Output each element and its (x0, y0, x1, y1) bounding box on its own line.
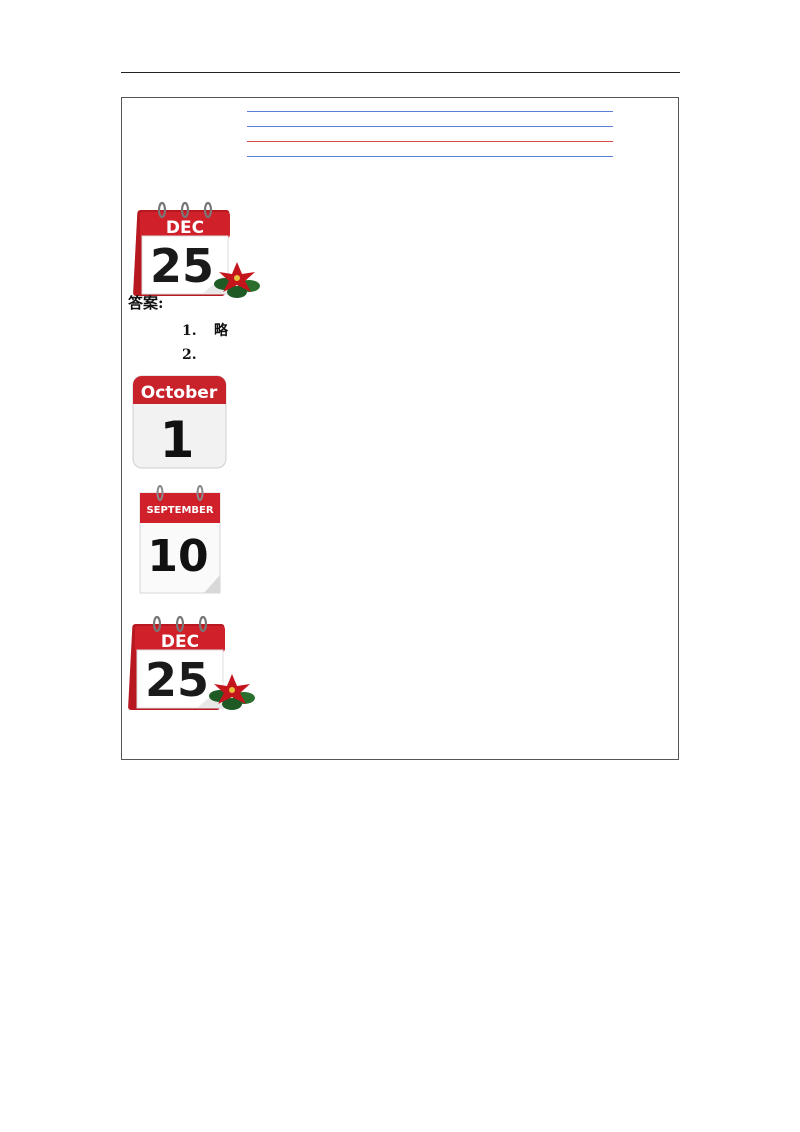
calendar-day: 25 (150, 239, 214, 293)
content-frame (121, 97, 679, 760)
answer-item-2: 2. (182, 347, 214, 363)
answer-item-text: 略 (214, 323, 228, 339)
writing-line-1 (247, 111, 613, 112)
header-rule (121, 72, 680, 73)
writing-line-4 (247, 156, 613, 157)
calendar-day: 1 (160, 411, 195, 469)
calendar-month: SEPTEMBER (146, 505, 213, 516)
answer-item-1: 1. 略 (182, 320, 228, 340)
calendar-day: 25 (145, 653, 209, 707)
calendar-month: DEC (161, 632, 199, 652)
writing-line-3 (247, 141, 613, 142)
answer-label: 答案: (128, 294, 164, 312)
calendar-month: October (141, 383, 218, 403)
calendar-month: DEC (166, 218, 204, 238)
calendar-icon: October 1 (132, 375, 227, 469)
answer-item-number: 2. (182, 347, 197, 363)
calendar-poinsettia-icon: DEC 25 (133, 201, 260, 298)
calendar-poinsettia-icon: DEC 25 (128, 615, 255, 710)
writing-line-2 (247, 126, 613, 127)
calendar-page-icon: SEPTEMBER 10 (139, 485, 221, 594)
calendar-day: 10 (147, 531, 208, 582)
answer-item-number: 1. (182, 323, 197, 339)
